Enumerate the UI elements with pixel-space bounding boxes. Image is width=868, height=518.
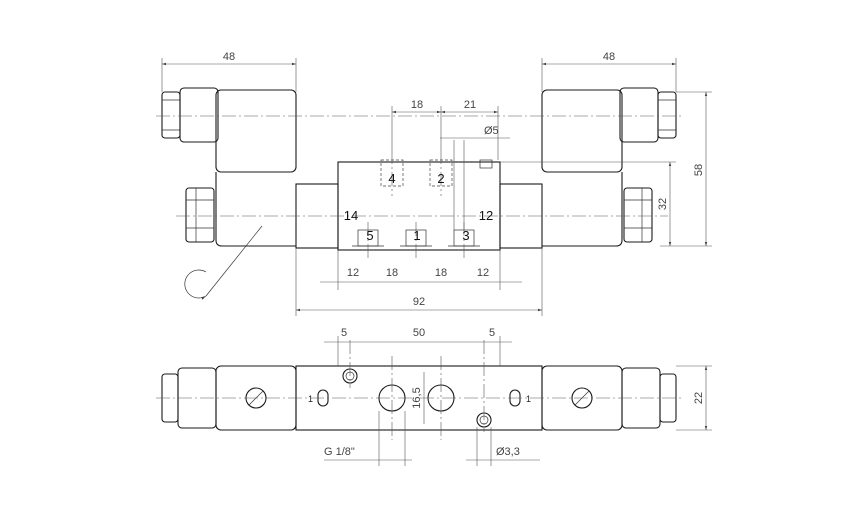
- right-connector: [619, 87, 677, 143]
- top-view: 48 48 18 21 Ø5 58 32 12 18 18: [156, 51, 712, 316]
- side-view: 1 1 5 50 5 16,5 22 G 1/8" Ø3,3: [156, 327, 712, 466]
- dim-port-spacing-18: 18: [411, 99, 423, 111]
- dim-edge-left: 5: [341, 327, 347, 339]
- dim-body-length: 92: [413, 296, 425, 308]
- dim-bottom-seg-4: 12: [477, 267, 489, 279]
- right-coil: [499, 89, 653, 249]
- dim-side-height: 22: [693, 392, 705, 404]
- port-label-12: 12: [479, 208, 493, 223]
- port-label-2: 2: [437, 171, 444, 186]
- dim-port-offset-21: 21: [464, 99, 476, 111]
- dim-bottom-seg-2: 18: [386, 267, 398, 279]
- dim-bottom-seg-3: 18: [435, 267, 447, 279]
- override-marker-right: 1: [526, 394, 531, 404]
- dim-coil-width-left: 48: [223, 51, 235, 63]
- port-label-4: 4: [388, 171, 395, 186]
- dim-edge-right: 5: [489, 327, 495, 339]
- dim-hole-diameter: Ø5: [484, 125, 499, 137]
- port-label-14: 14: [344, 208, 358, 223]
- port-label-5: 5: [366, 228, 373, 243]
- dim-height-body: 32: [657, 198, 669, 210]
- port-label-3: 3: [462, 228, 469, 243]
- dim-coil-width-right: 48: [603, 51, 615, 63]
- left-coil: [185, 89, 339, 249]
- override-marker-left: 1: [308, 394, 313, 404]
- manual-override-arrow-icon: [184, 269, 207, 300]
- dim-port-spacing: 16,5: [411, 387, 423, 408]
- port-label-1: 1: [413, 228, 420, 243]
- left-connector: [161, 87, 219, 143]
- dim-mount-hole: Ø3,3: [496, 446, 520, 458]
- dim-bottom-seg-1: 12: [347, 267, 359, 279]
- dim-height-total: 58: [693, 164, 705, 176]
- dim-hole-spacing: 50: [413, 327, 425, 339]
- dim-thread: G 1/8": [324, 446, 355, 458]
